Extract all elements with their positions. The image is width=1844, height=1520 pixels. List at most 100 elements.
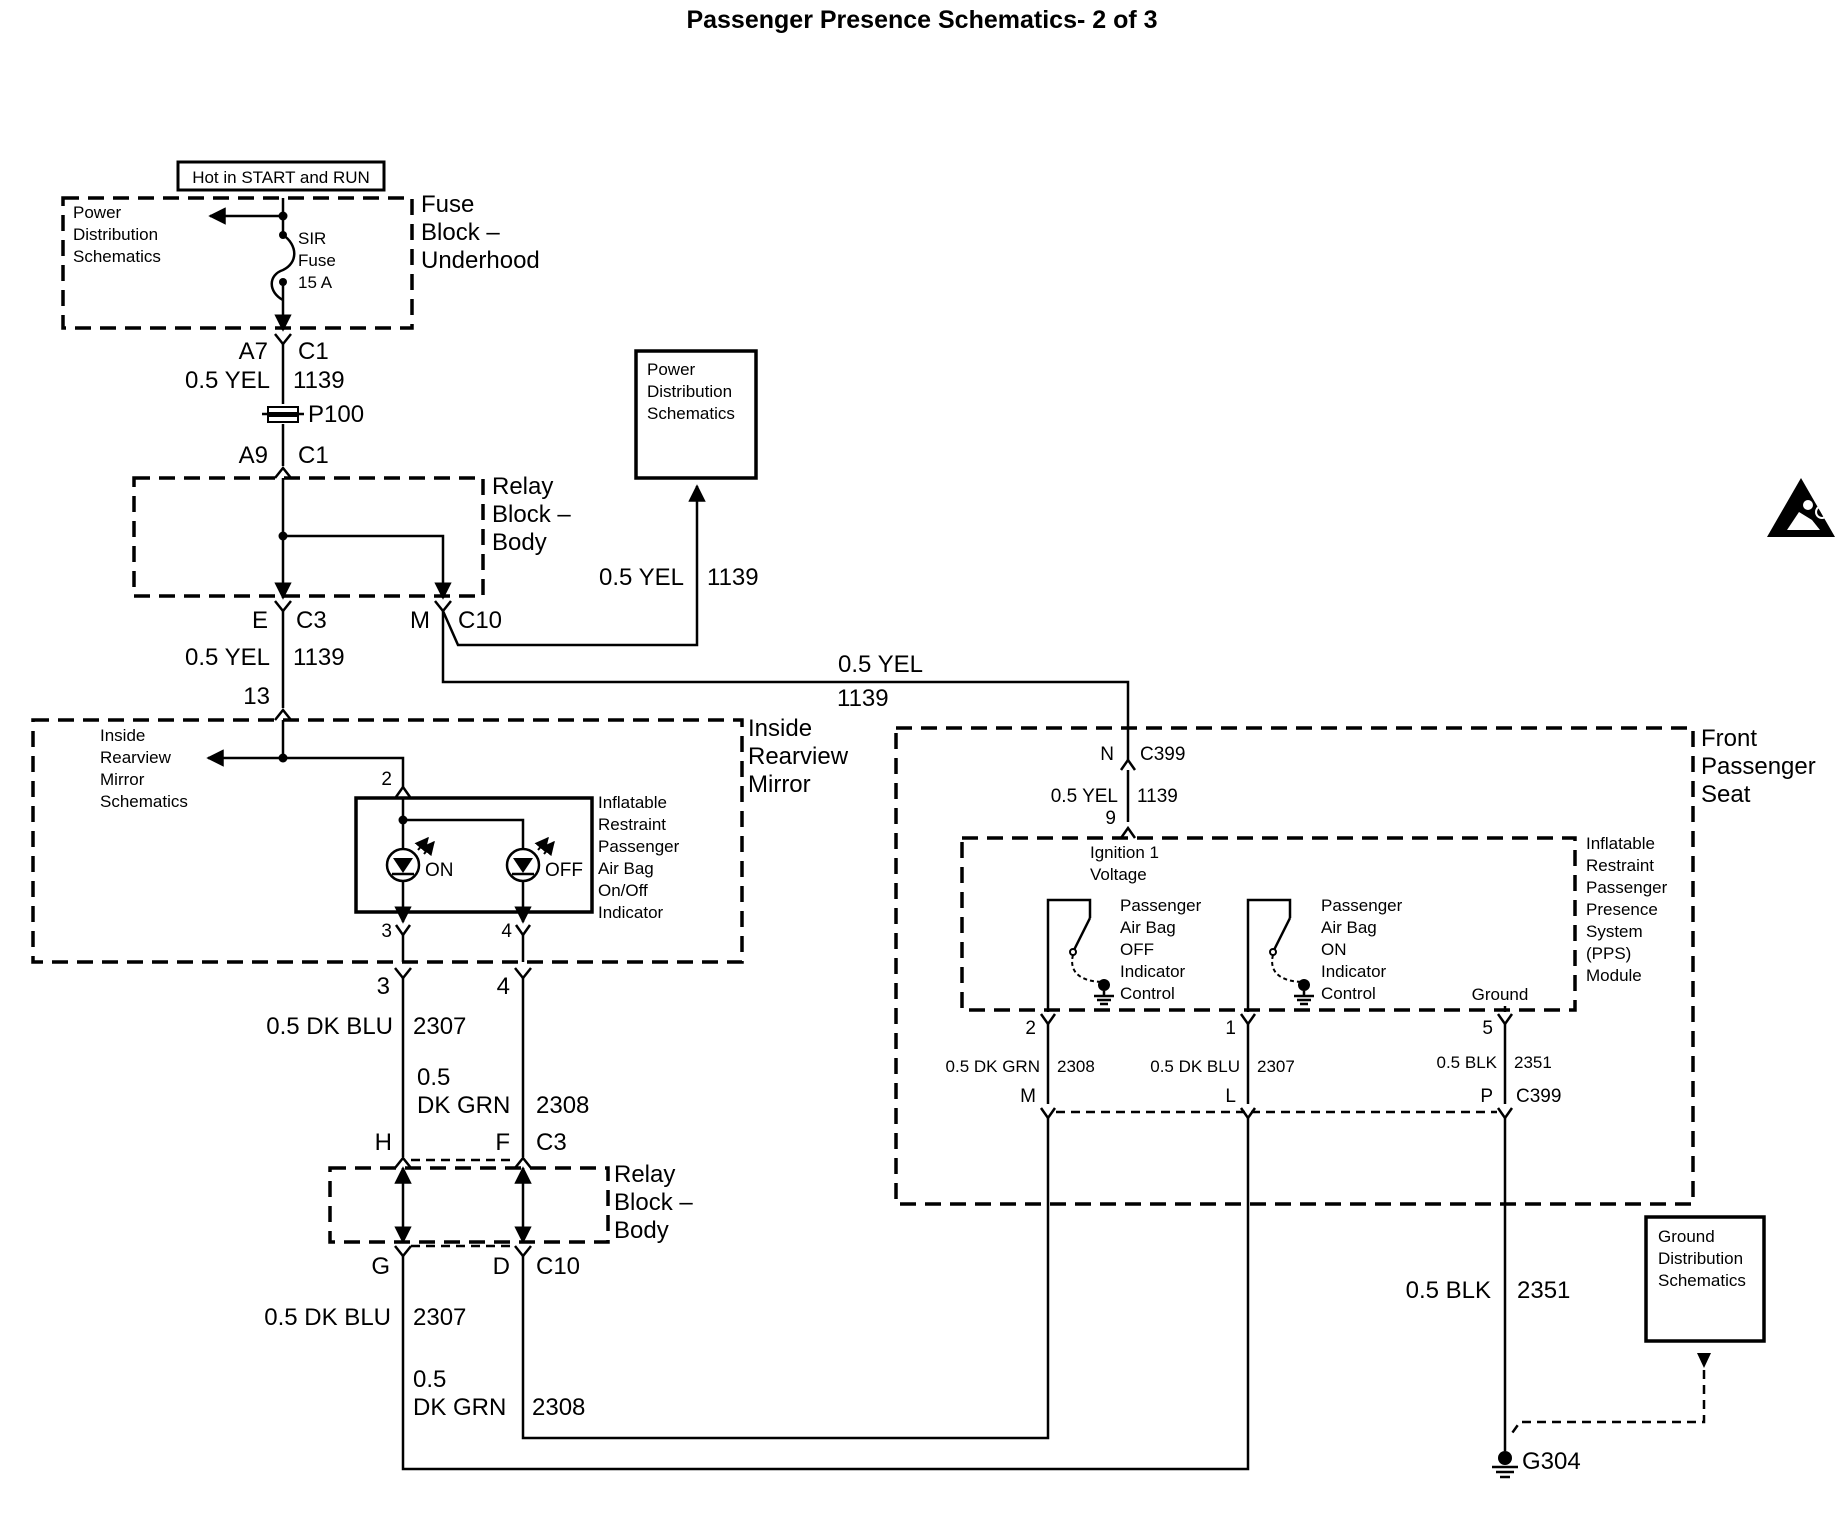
wire-grn-2-gauge-b: DK GRN xyxy=(413,1394,506,1421)
wire-to-seat xyxy=(441,611,1130,760)
wire-grn-1-gauge-a: 0.5 xyxy=(417,1064,450,1091)
airbag-warning-icon xyxy=(1767,478,1835,537)
connector-f: F xyxy=(495,1129,510,1156)
connector-h-symbol xyxy=(394,1155,412,1169)
module-pin-5: 5 xyxy=(1482,1018,1493,1039)
wire-blu-2-gauge: 0.5 DK BLU xyxy=(264,1304,391,1331)
seat-wire-blk-circuit: 2351 xyxy=(1514,1053,1552,1072)
ground-distribution-box xyxy=(1644,1215,1766,1343)
connector-e-symbol xyxy=(274,600,292,614)
connector-c1-mid: C1 xyxy=(298,442,329,469)
on-control-switch-icon xyxy=(1246,898,1314,1012)
wire-top-circuit: 1139 xyxy=(293,367,345,394)
seat-wire-blk-gauge: 0.5 BLK xyxy=(1437,1053,1498,1072)
connector-g-symbol xyxy=(394,1245,412,1259)
connector-c10-top: C10 xyxy=(458,607,502,634)
connector-l-c399: L xyxy=(1225,1086,1236,1107)
connector-3: 3 xyxy=(377,973,390,1000)
mirror-outline xyxy=(31,718,744,964)
pin-4-symbol xyxy=(514,924,532,938)
connector-a9: A9 xyxy=(239,442,268,469)
pin-3-symbol xyxy=(394,924,412,938)
splice-p100-label: P100 xyxy=(308,401,364,428)
connector-m-symbol xyxy=(434,600,452,614)
wire-2307-lower xyxy=(401,1118,1250,1471)
relay-block-outline xyxy=(132,476,485,598)
wire-gnd-gauge: 0.5 BLK xyxy=(1406,1277,1491,1304)
pps-module-outline xyxy=(960,836,1577,1012)
seat-wire-in-gauge: 0.5 YEL xyxy=(1051,786,1118,807)
wire-2308-lower xyxy=(521,1118,1050,1440)
connector-a7-symbol xyxy=(274,333,292,347)
connector-a7: A7 xyxy=(239,338,268,365)
wire-top-gauge: 0.5 YEL xyxy=(185,367,270,394)
module-pin-2: 2 xyxy=(1025,1018,1036,1039)
c399-p-symbol xyxy=(1496,1107,1514,1121)
mirror-pin-3: 3 xyxy=(381,921,392,942)
wire-mirror-gauge: 0.5 YEL xyxy=(185,644,270,671)
page-title: Passenger Presence Schematics- 2 of 3 xyxy=(686,6,1157,34)
ground-g304-icon xyxy=(1492,1451,1518,1479)
sir-fuse-symbol xyxy=(270,233,296,302)
seat-wire-grn-gauge: 0.5 DK GRN xyxy=(946,1057,1040,1076)
wire-mirror-circuit: 1139 xyxy=(293,644,345,671)
ground-dist-link xyxy=(1508,1370,1706,1437)
wire-blu-1-gauge: 0.5 DK BLU xyxy=(266,1013,393,1040)
module-pin-5-symbol xyxy=(1496,1013,1514,1027)
c399-n-symbol xyxy=(1119,757,1137,771)
seat-wire-in-circuit: 1139 xyxy=(1137,786,1178,807)
wire-blu-2-circuit: 2307 xyxy=(413,1304,466,1331)
pin-2-symbol xyxy=(394,784,412,798)
connector-g: G xyxy=(371,1253,390,1280)
connector-4-symbol xyxy=(514,967,532,981)
wire-grn-2-gauge-a: 0.5 xyxy=(413,1366,446,1393)
connector-c1-top: C1 xyxy=(298,338,329,365)
connector-c10-bottom: C10 xyxy=(536,1253,580,1280)
mirror-pin-13: 13 xyxy=(243,683,270,710)
connector-c399-bottom: C399 xyxy=(1516,1086,1561,1107)
wire-gnd-circuit: 2351 xyxy=(1517,1277,1570,1304)
fuse-terminal-dot xyxy=(279,231,287,239)
connector-c3-bottom: C3 xyxy=(536,1129,567,1156)
c399-m-symbol xyxy=(1039,1107,1057,1121)
ground-g304: G304 xyxy=(1522,1448,1581,1475)
seat-wire-grn-circuit: 2308 xyxy=(1057,1057,1095,1076)
wire-to-seat-circuit: 1139 xyxy=(837,685,889,712)
off-led-icon xyxy=(505,836,555,883)
junction-dot xyxy=(278,531,288,541)
ground-dist-arrow xyxy=(1697,1353,1711,1368)
wire-to-power-dist xyxy=(441,484,706,647)
connector-f-symbol xyxy=(514,1155,532,1169)
off-led-label: OFF xyxy=(545,860,583,881)
connector-n: N xyxy=(1100,744,1114,765)
on-led-icon xyxy=(385,836,435,883)
wire-blu-1-circuit: 2307 xyxy=(413,1013,466,1040)
fuse-block-outline xyxy=(61,196,414,330)
connector-4: 4 xyxy=(497,973,510,1000)
module-pin-1: 1 xyxy=(1225,1018,1236,1039)
wire-to-seat-gauge: 0.5 YEL xyxy=(838,651,923,678)
mirror-pin-2: 2 xyxy=(381,769,392,790)
relay-block-bottom-outline xyxy=(328,1166,610,1244)
wire-to-power-circuit: 1139 xyxy=(707,564,759,591)
connector-13-symbol xyxy=(274,707,292,721)
power-distribution-box xyxy=(634,349,758,480)
seat-outline xyxy=(894,726,1695,1206)
